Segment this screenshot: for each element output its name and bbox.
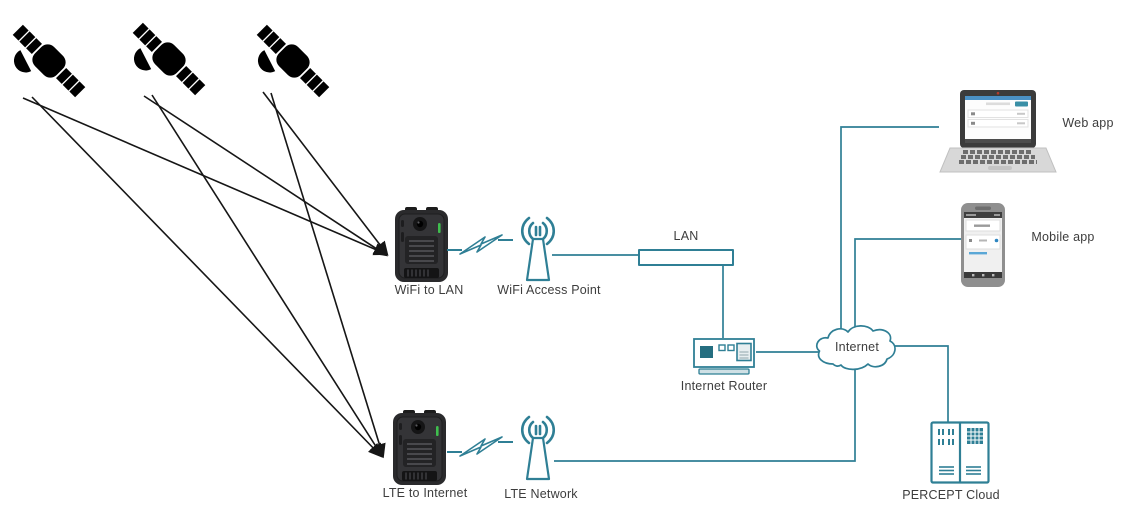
satellite-icon bbox=[256, 24, 330, 98]
lan-segment bbox=[638, 249, 734, 266]
label-wifi-ap: WiFi Access Point bbox=[497, 283, 601, 297]
tracker-device-icon bbox=[395, 207, 448, 282]
laptop-icon bbox=[939, 90, 1057, 173]
wireless-link-icon bbox=[447, 234, 513, 255]
label-lte-network: LTE Network bbox=[504, 487, 578, 501]
smartphone-icon bbox=[961, 203, 1005, 287]
label-web-app: Web app bbox=[1062, 116, 1114, 130]
label-router: Internet Router bbox=[680, 379, 768, 393]
router-icon bbox=[693, 338, 755, 375]
label-lan: LAN bbox=[673, 229, 699, 243]
antenna-icon bbox=[520, 415, 556, 481]
label-internet: Internet bbox=[835, 340, 879, 354]
satellite-icon bbox=[132, 22, 206, 96]
cloud-icon bbox=[815, 325, 896, 371]
label-lte-device: LTE to Internet bbox=[382, 486, 468, 500]
server-rack-icon bbox=[930, 421, 990, 484]
label-wifi-device: WiFi to LAN bbox=[394, 283, 464, 297]
wireless-link-icon bbox=[447, 436, 513, 457]
label-mobile-app: Mobile app bbox=[1031, 230, 1095, 244]
antenna-icon bbox=[520, 216, 556, 282]
label-percept-cloud: PERCEPT Cloud bbox=[902, 488, 1000, 502]
tracker-device-icon bbox=[393, 410, 446, 485]
satellite-icon bbox=[12, 24, 86, 98]
